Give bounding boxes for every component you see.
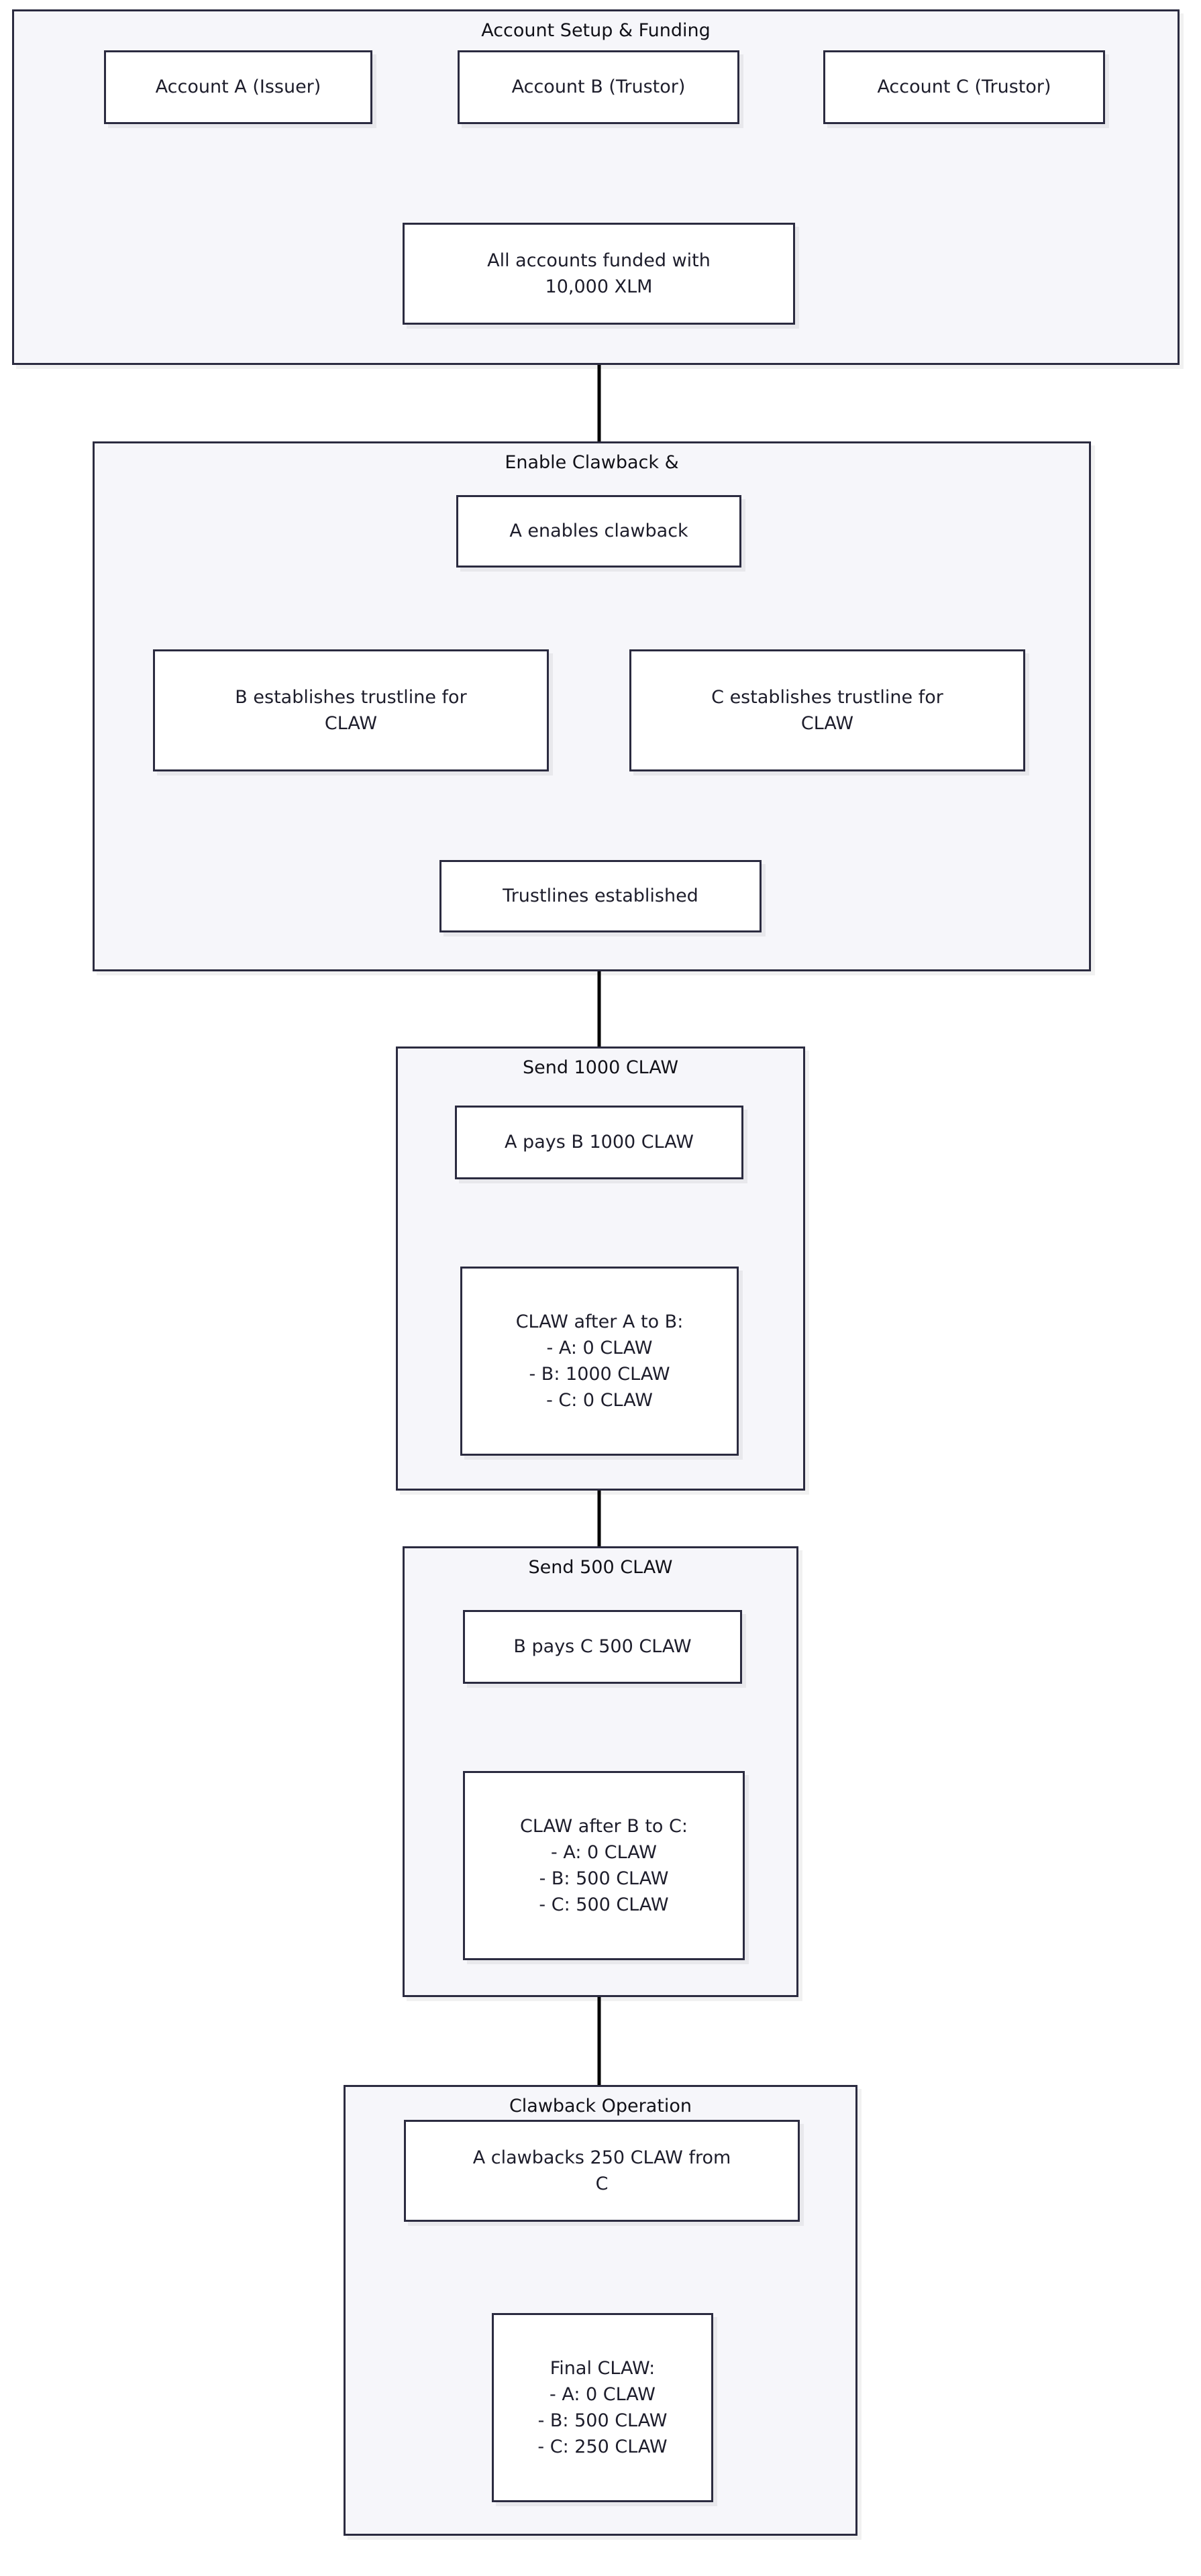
- node-c-establishes-trustline[interactable]: C establishes trustline for CLAW: [629, 649, 1025, 771]
- node-c-establishes-trustline-line1: C establishes trustline for: [711, 686, 943, 708]
- node-balance-after-a-to-b-line4: - C: 0 CLAW: [546, 1390, 653, 1411]
- node-balance-after-a-to-b-line3: - B: 1000 CLAW: [529, 1364, 670, 1385]
- node-final-balance-line1: Final CLAW:: [550, 2357, 656, 2379]
- node-a-pays-b-label: A pays B 1000 CLAW: [505, 1132, 694, 1153]
- node-a-pays-b[interactable]: A pays B 1000 CLAW: [455, 1106, 743, 1179]
- node-trustlines-established[interactable]: Trustlines established: [439, 860, 762, 932]
- node-account-a-label: Account A (Issuer): [155, 76, 321, 98]
- node-b-pays-c-label: B pays C 500 CLAW: [513, 1636, 692, 1658]
- node-balance-after-a-to-b-line2: - A: 0 CLAW: [546, 1337, 653, 1358]
- node-a-clawbacks-from-c-line2: C: [595, 2174, 609, 2194]
- node-balance-after-b-to-c-line2: - A: 0 CLAW: [551, 1841, 657, 1863]
- node-balance-after-b-to-c-line1: CLAW after B to C:: [520, 1815, 688, 1837]
- node-a-enables-clawback-label: A enables clawback: [509, 521, 688, 542]
- node-balance-after-b-to-c-line3: - B: 500 CLAW: [539, 1868, 669, 1889]
- node-account-b[interactable]: Account B (Trustor): [458, 50, 739, 124]
- cluster-title-account-setup: Account Setup & Funding: [481, 20, 711, 41]
- node-balance-after-b-to-c-line4: - C: 500 CLAW: [539, 1894, 669, 1916]
- node-all-accounts-funded-line2: 10,000 XLM: [545, 276, 653, 297]
- node-final-balance-line3: - B: 500 CLAW: [537, 2410, 668, 2431]
- node-balance-after-a-to-b-line1: CLAW after A to B:: [515, 1311, 684, 1332]
- node-balance-after-b-to-c[interactable]: CLAW after B to C: - A: 0 CLAW - B: 500 …: [463, 1771, 745, 1960]
- node-trustlines-established-label: Trustlines established: [503, 885, 698, 907]
- node-all-accounts-funded-line1: All accounts funded with: [487, 250, 711, 271]
- node-b-pays-c[interactable]: B pays C 500 CLAW: [463, 1610, 742, 1684]
- node-final-balance[interactable]: Final CLAW: - A: 0 CLAW - B: 500 CLAW - …: [492, 2313, 713, 2502]
- cluster-title-send-1000-claw: Send 1000 CLAW: [522, 1057, 679, 1078]
- node-final-balance-line4: - C: 250 CLAW: [537, 2436, 668, 2458]
- node-a-enables-clawback[interactable]: A enables clawback: [456, 495, 741, 568]
- node-b-establishes-trustline[interactable]: B establishes trustline for CLAW: [153, 649, 549, 771]
- node-a-clawbacks-from-c-line1: A clawbacks 250 CLAW from: [472, 2147, 731, 2168]
- cluster-title-enable-clawback: Enable Clawback &: [505, 452, 679, 473]
- node-b-establishes-trustline-line1: B establishes trustline for: [235, 686, 467, 708]
- cluster-title-send-500-claw: Send 500 CLAW: [528, 1557, 673, 1578]
- node-all-accounts-funded[interactable]: All accounts funded with 10,000 XLM: [403, 223, 795, 325]
- node-b-establishes-trustline-line2: CLAW: [324, 713, 378, 734]
- node-account-b-label: Account B (Trustor): [511, 76, 686, 98]
- node-account-a[interactable]: Account A (Issuer): [104, 50, 372, 124]
- node-balance-after-a-to-b[interactable]: CLAW after A to B: - A: 0 CLAW - B: 1000…: [460, 1267, 739, 1456]
- cluster-title-clawback-operation: Clawback Operation: [509, 2096, 692, 2116]
- node-account-c[interactable]: Account C (Trustor): [823, 50, 1105, 124]
- node-a-clawbacks-from-c[interactable]: A clawbacks 250 CLAW from C: [404, 2120, 800, 2222]
- node-final-balance-line2: - A: 0 CLAW: [550, 2383, 656, 2405]
- node-account-c-label: Account C (Trustor): [877, 76, 1051, 98]
- node-c-establishes-trustline-line2: CLAW: [800, 713, 854, 734]
